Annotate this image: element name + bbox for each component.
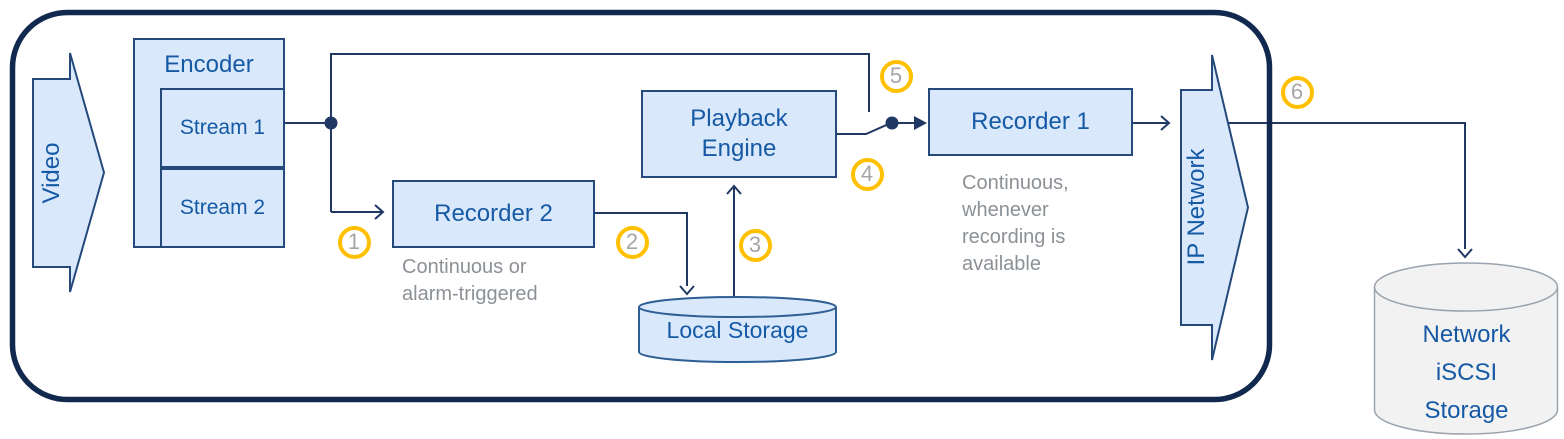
recorder2-box: Recorder 2	[392, 180, 595, 248]
iscsi-cylinder-top	[1373, 262, 1559, 312]
arrowhead-ipnetwork	[1160, 115, 1171, 131]
local-storage-label: Local Storage	[666, 317, 809, 343]
arrowhead-iscsi-storage	[1457, 248, 1473, 259]
recorder1-box: Recorder 1	[928, 88, 1133, 156]
connector-recorder2-to-localstorage	[595, 212, 688, 286]
video-label: Video	[38, 142, 65, 204]
recorder1-note: Continuous, whenever recording is availa…	[962, 172, 1069, 275]
connector-playback-switch	[837, 122, 892, 135]
step-marker-1: 1	[337, 225, 371, 259]
stream1-box: Stream 1	[160, 88, 285, 168]
stream1-label: Stream 1	[179, 116, 266, 139]
step-marker-5: 5	[879, 59, 913, 93]
ip-network-label: IP Network	[1183, 148, 1210, 266]
encoder-label: Encoder	[164, 51, 254, 78]
video-arrow-shape	[32, 52, 106, 293]
ip-network-arrow-shape	[1180, 54, 1250, 361]
local-storage-cylinder-top	[638, 296, 837, 318]
connector-ipnetwork-to-iscsi	[1195, 122, 1466, 249]
playback-engine-label: Playback Engine	[690, 105, 788, 162]
connector-junction-top-loop	[330, 53, 870, 212]
iscsi-cylinder-body	[1373, 287, 1559, 435]
stream2-box: Stream 2	[160, 168, 285, 248]
local-storage-cylinder-body	[638, 307, 837, 363]
system-boundary	[9, 9, 1273, 403]
junction-dot-stream1	[324, 116, 338, 130]
step-marker-6: 6	[1280, 75, 1314, 109]
recorder1-label: Recorder 1	[971, 108, 1090, 135]
step-marker-2: 2	[615, 225, 649, 259]
arrowhead-localstorage	[679, 285, 695, 296]
recorder2-note: Continuous or alarm-triggered	[402, 256, 538, 305]
iscsi-storage-label: Network iSCSI Storage	[1422, 321, 1511, 424]
recorder2-label: Recorder 2	[434, 200, 553, 227]
arrowhead-recorder1	[914, 116, 927, 130]
step-marker-3: 3	[738, 228, 772, 262]
arrowhead-playback-engine	[726, 184, 742, 195]
arrowhead-recorder2	[374, 204, 385, 220]
step-marker-4: 4	[850, 157, 884, 191]
playback-engine-box: Playback Engine	[641, 90, 837, 178]
stream2-label: Stream 2	[179, 196, 266, 219]
